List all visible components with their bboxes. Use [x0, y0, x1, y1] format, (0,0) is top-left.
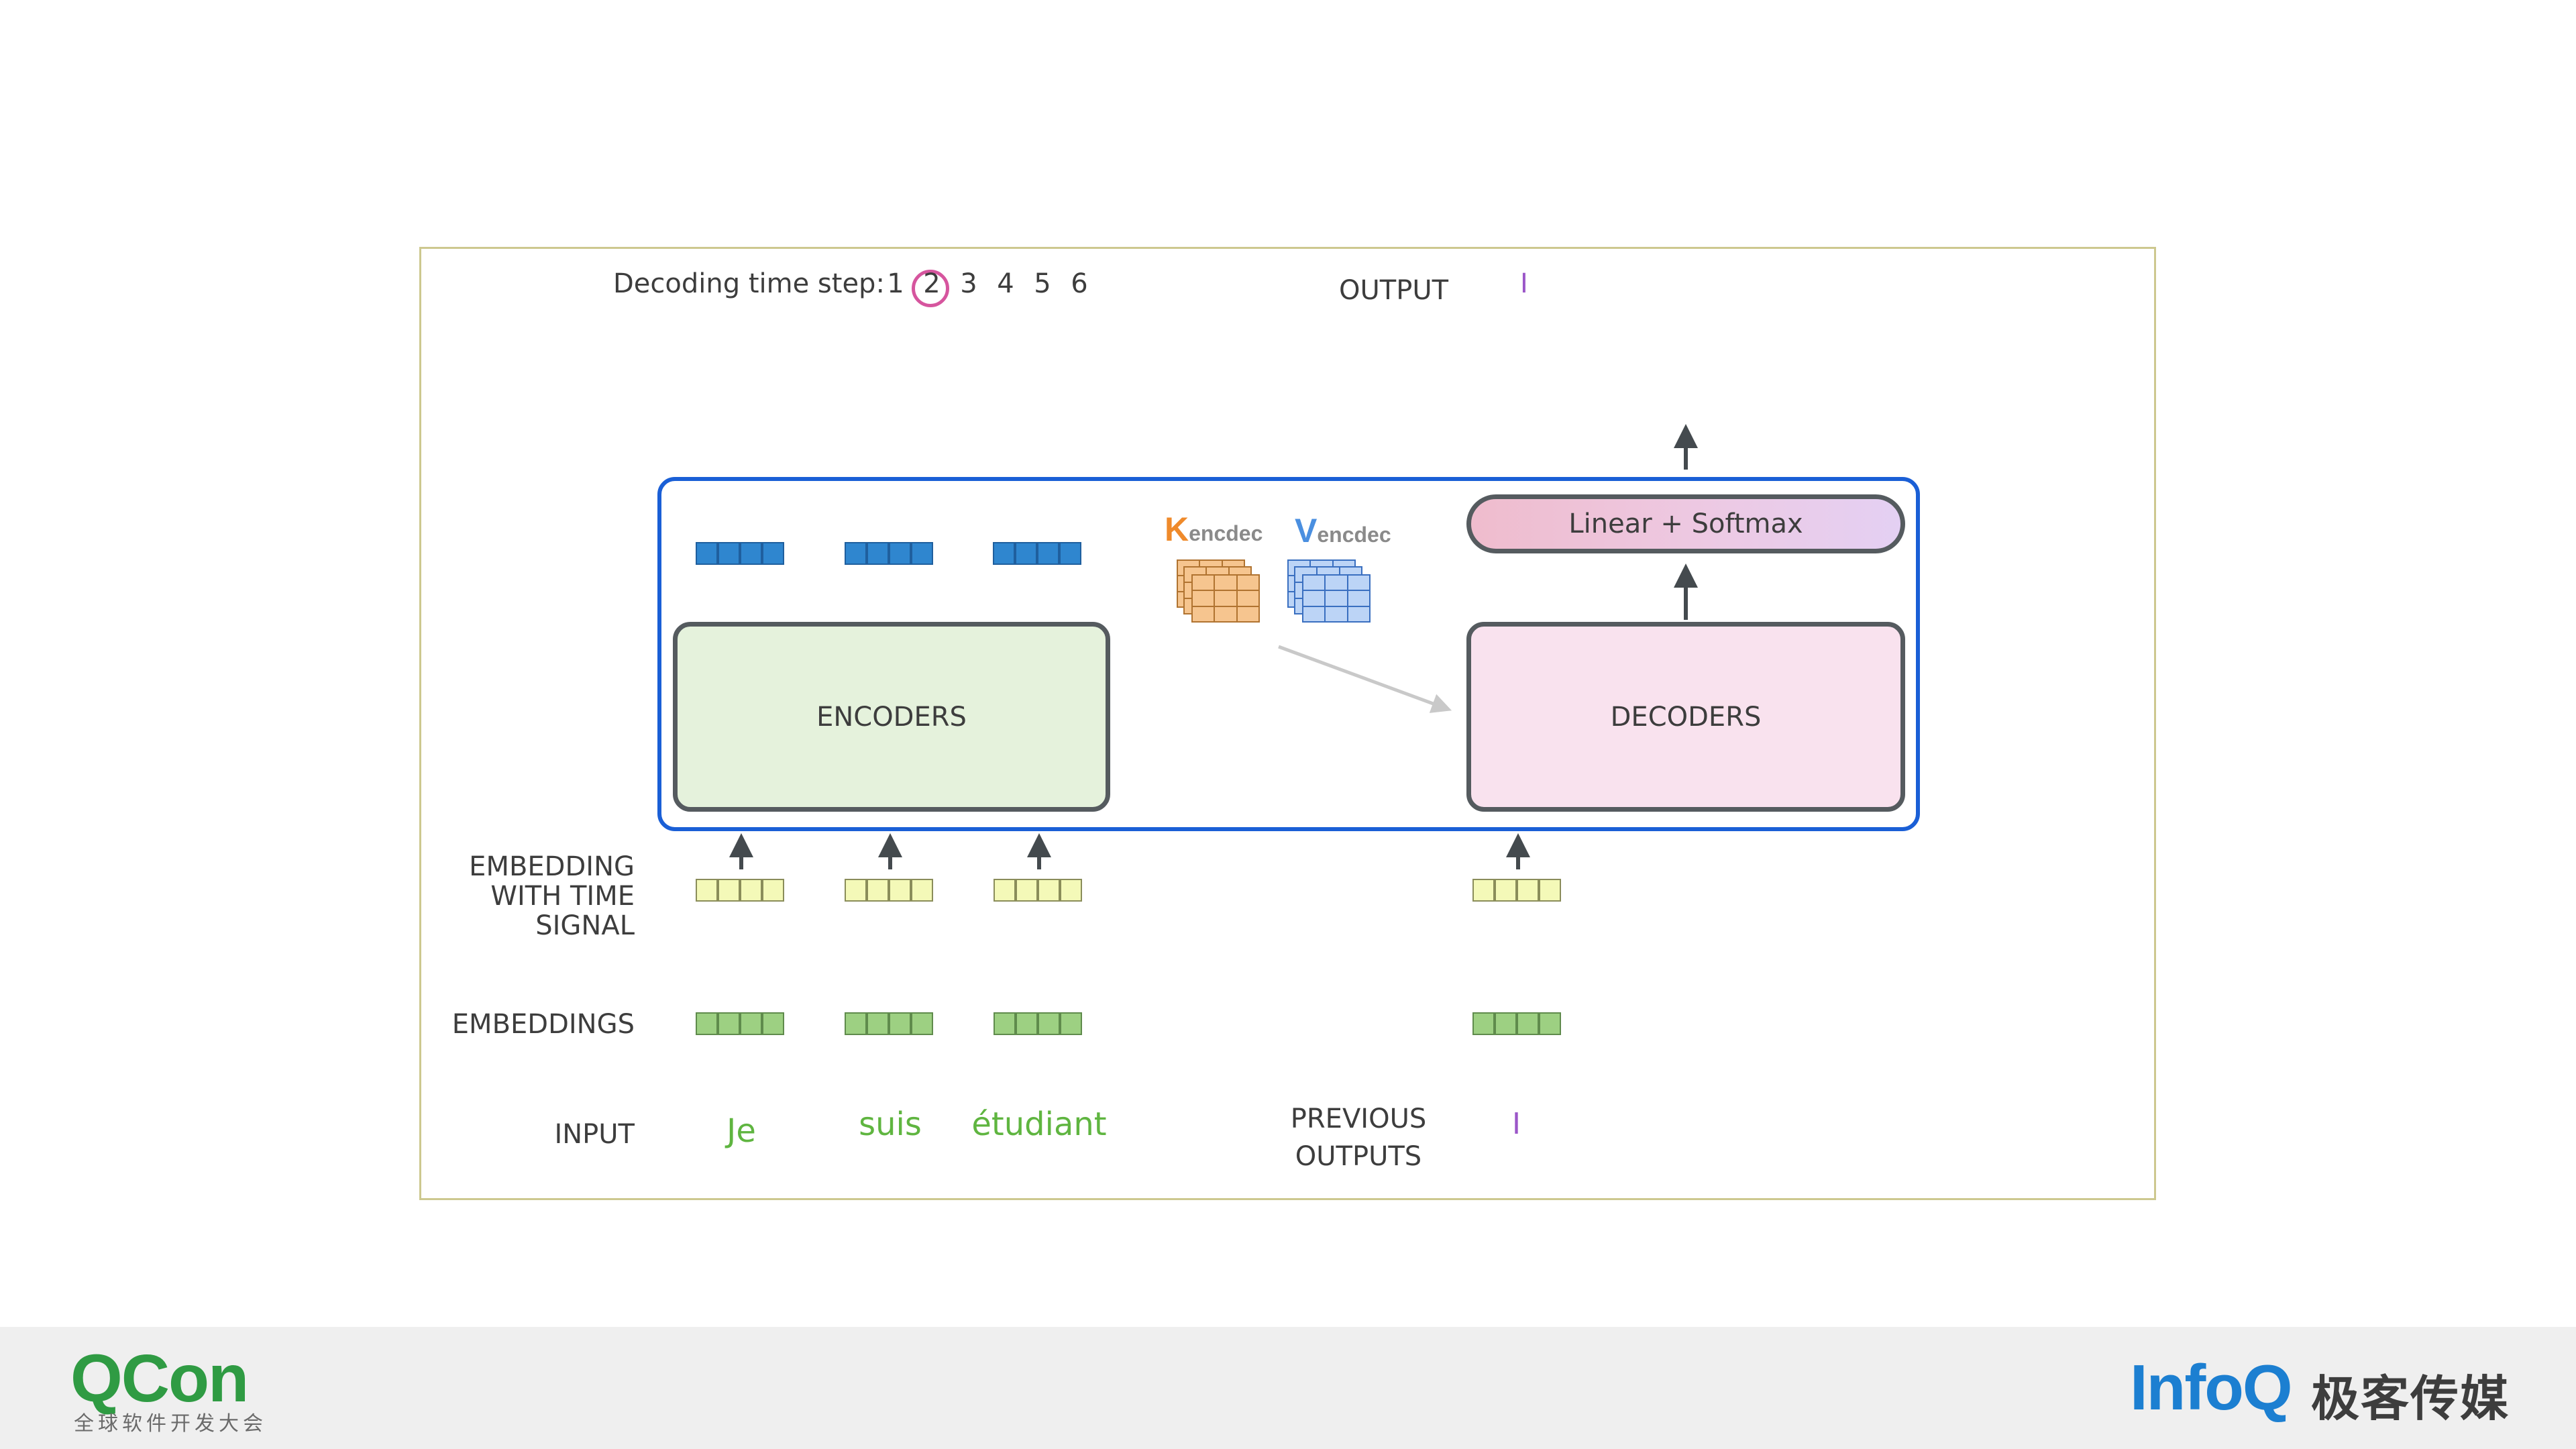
- embedding-vector: [696, 1012, 784, 1035]
- decoders-box: DECODERS: [1466, 622, 1905, 812]
- embedding-time-signal-label: EMBEDDING WITH TIME SIGNAL: [436, 852, 635, 941]
- embedding-vector: [1472, 1012, 1561, 1035]
- previous-outputs-label: PREVIOUS OUTPUTS: [1281, 1100, 1436, 1175]
- linear-softmax-box: Linear + Softmax: [1466, 494, 1905, 553]
- time-signal-vector: [1472, 879, 1561, 902]
- time-signal-vector: [994, 879, 1082, 902]
- encoders-box: ENCODERS: [673, 622, 1110, 812]
- time-signal-vector: [845, 879, 933, 902]
- decoders-label: DECODERS: [1611, 702, 1762, 733]
- v-matrix-stack: [1285, 557, 1379, 631]
- embedding-vector: [845, 1012, 933, 1035]
- k-encdec-label: Kencdec: [1165, 510, 1263, 549]
- input-word-etudiant: étudiant: [952, 1106, 1126, 1143]
- encoders-label: ENCODERS: [816, 702, 967, 733]
- k-matrix-stack: [1174, 557, 1268, 631]
- input-word-suis: suis: [803, 1106, 977, 1143]
- linear-softmax-label: Linear + Softmax: [1568, 508, 1803, 539]
- input-word-je: Je: [654, 1112, 828, 1150]
- encoder-output-vector: [845, 542, 933, 565]
- embedding-vector: [994, 1012, 1082, 1035]
- previous-output-token: I: [1512, 1107, 1521, 1141]
- qcon-logo: QCon: [70, 1340, 248, 1417]
- infoq-chinese-name: 极客传媒: [2311, 1359, 2510, 1430]
- time-signal-vector: [696, 879, 784, 902]
- qcon-subtitle: 全球软件开发大会: [74, 1407, 267, 1436]
- encoder-output-vector: [993, 542, 1081, 565]
- infoq-logo: InfoQ: [2130, 1351, 2292, 1425]
- input-label: INPUT: [436, 1119, 635, 1150]
- embeddings-label: EMBEDDINGS: [436, 1009, 635, 1040]
- v-encdec-label: Vencdec: [1295, 511, 1391, 550]
- encoder-output-vector: [696, 542, 784, 565]
